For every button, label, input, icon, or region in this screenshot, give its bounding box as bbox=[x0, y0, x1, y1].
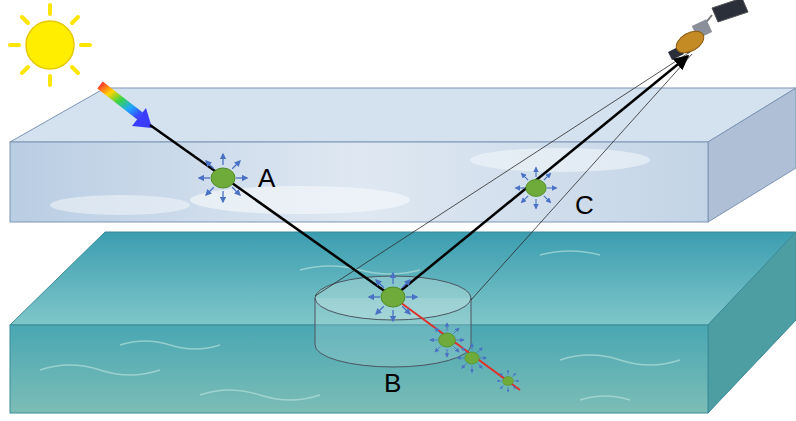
scatter-particle bbox=[516, 168, 557, 209]
point-label: C bbox=[575, 192, 594, 218]
scatter-particle bbox=[458, 344, 487, 373]
satellite bbox=[668, 0, 748, 60]
subsurface-path bbox=[393, 297, 520, 390]
scatter-particle bbox=[199, 154, 247, 202]
scatter-particle bbox=[369, 273, 417, 321]
scatter-particle bbox=[430, 323, 464, 357]
point-label: B bbox=[384, 370, 401, 396]
gradient-arrow-head bbox=[132, 108, 152, 128]
solar-path bbox=[150, 125, 393, 297]
gradient-arrow bbox=[100, 85, 140, 116]
water-slab bbox=[10, 232, 796, 413]
point-label: A bbox=[258, 165, 275, 191]
view-cone bbox=[315, 52, 692, 300]
sun bbox=[10, 5, 90, 85]
sensor-path bbox=[393, 56, 688, 297]
scatter-particle bbox=[497, 370, 519, 392]
